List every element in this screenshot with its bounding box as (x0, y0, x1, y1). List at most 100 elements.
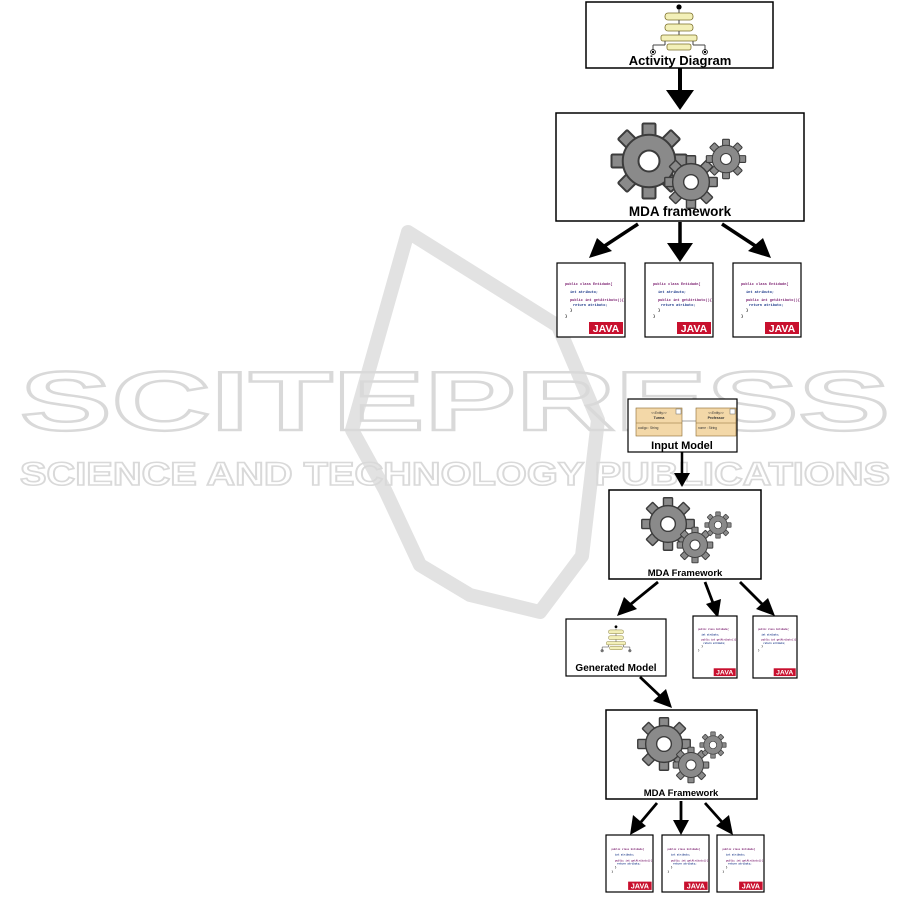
activity-diagram-node: Activity Diagram (585, 1, 774, 69)
java-file-bottom-3: public class Entidade{ int atributo; publi… (716, 834, 765, 893)
uml-class-left: <<Entity>> Turma codigo : String (635, 407, 683, 437)
activity-diagram-label: Activity Diagram (629, 53, 732, 68)
code-class-line: public class Entidade{ (723, 848, 756, 851)
code-close-method: } (701, 645, 703, 648)
code-return-line: return atributo; (763, 642, 785, 645)
code-close-class: } (758, 649, 760, 652)
code-field-line: int atributo; (701, 633, 719, 636)
java-badge (773, 668, 796, 677)
mda-framework-node-2: MDA Framework (605, 709, 758, 800)
code-method-line: public int getAtributo(){ (658, 298, 712, 303)
code-class-line: public class Entidade{ (698, 628, 729, 631)
arrow-fw1-to-java-mid (703, 581, 721, 618)
arrow-bottom-1 (674, 452, 690, 487)
code-return-line: return atributo; (573, 303, 608, 308)
java-file-page (692, 615, 738, 679)
mda-framework-label-top: MDA framework (629, 204, 732, 219)
code-close-class: } (612, 870, 614, 873)
uml-right-attr: nome : String (698, 426, 717, 430)
code-method-line: public int getAtributo(){ (726, 859, 764, 862)
mda-framework-label-2: MDA Framework (644, 788, 719, 799)
java-file-mid-2: public class Entidade{ int atributo; publi… (752, 615, 798, 679)
code-field-line: int atributo; (746, 290, 774, 295)
uml-right-name: Professor (708, 416, 725, 420)
uml-left-name: Turma (654, 416, 666, 420)
arrow-fw2-to-java-left (630, 802, 659, 835)
small-gear-icon (699, 731, 727, 759)
code-close-method: } (761, 645, 763, 648)
code-return-line: return atributo; (617, 863, 641, 866)
code-method-line: public int getAtributo(){ (761, 639, 796, 642)
code-field-line: int atributo; (671, 854, 690, 857)
code-method-line: public int getAtributo(){ (615, 859, 653, 862)
java-badge (677, 322, 711, 334)
watermark: SCITEPRESS SCIENCE AND TECHNOLOGY PUBLIC… (19, 225, 891, 619)
watermark-leaf-icon (345, 225, 605, 619)
arrow-top-to-java-mid (667, 222, 693, 262)
code-close-class: } (668, 870, 670, 873)
uml-class-right: <<Entity>> Professor nome : String (695, 407, 737, 437)
bottom-diagram: <<Entity>> Turma codigo : String <<Entit… (565, 398, 798, 893)
code-field-line: int atributo; (658, 290, 686, 295)
code-field-line: int atributo; (726, 854, 745, 857)
code-method-line: public int getAtributo(){ (671, 859, 709, 862)
generated-model-label: Generated Model (575, 663, 656, 674)
code-close-method: } (658, 308, 660, 313)
small-gear-icon (705, 138, 747, 180)
code-close-class: } (698, 649, 700, 652)
arrow-generated-to-fw2 (639, 675, 672, 708)
arrow-top-to-java-left (589, 222, 639, 258)
small-gear-icon (704, 511, 732, 539)
code-close-method: } (726, 866, 728, 869)
input-model-node: <<Entity>> Turma codigo : String <<Entit… (627, 398, 738, 453)
java-file-bottom-2: public class Entidade{int atributo;publi… (661, 834, 710, 893)
java-badge (684, 881, 708, 890)
mda-framework-node-top: MDA framework (555, 112, 805, 222)
code-close-class: } (741, 314, 743, 319)
java-badge-label: JAVA (769, 323, 796, 335)
arrow-top-to-java-right (721, 222, 771, 258)
code-return-line: return atributo; (728, 863, 752, 866)
watermark-tagline: SCIENCE AND TECHNOLOGY PUBLICATIONS (20, 456, 890, 492)
code-class-line: public class Entidade{ (612, 848, 645, 851)
code-return-line: return atributo; (661, 303, 696, 308)
code-close-class: } (723, 870, 725, 873)
java-badge-label: JAVA (593, 323, 620, 335)
java-badge-label: JAVA (742, 881, 761, 890)
mda-framework-node-1: MDA Framework (608, 489, 762, 580)
code-close-method: } (615, 866, 617, 869)
input-model-label: Input Model (651, 440, 713, 452)
java-badge (739, 881, 763, 890)
java-badge (713, 668, 736, 677)
code-method-line: public int getAtributo(){ (570, 298, 624, 303)
code-field-line: int atributo; (615, 854, 634, 857)
uml-left-attr: codigo : String (638, 426, 659, 430)
arrow-fw1-to-java-right (739, 581, 775, 616)
medium-gear-icon (664, 155, 718, 209)
java-badge-label: JAVA (687, 881, 706, 890)
java-badge-label: JAVA (776, 670, 793, 677)
uml-left-stereotype: <<Entity>> (651, 411, 667, 415)
arrow-fw2-to-java-right (703, 802, 733, 835)
java-badge-label: JAVA (681, 323, 708, 335)
java-file-page (752, 615, 798, 679)
arrow-fw2-to-java-mid (673, 801, 689, 835)
mda-framework-label-1: MDA Framework (648, 568, 723, 579)
java-badge (765, 322, 799, 334)
code-return-line: return atributo; (703, 642, 725, 645)
code-class-line: public class Entidade{ (758, 628, 789, 631)
java-badge (628, 881, 652, 890)
java-file-bottom-1: public class Entidade{ int atributo; publi… (605, 834, 654, 893)
code-close-method: } (570, 308, 572, 313)
java-file-top-2: public class Entidade{int atributo;publi… (644, 262, 714, 338)
watermark-brand: SCITEPRESS (20, 354, 890, 448)
top-diagram: Activity Diagram MDA framework (555, 1, 805, 338)
code-field-line: int atributo; (761, 633, 779, 636)
generated-model-node: Generated Model (565, 618, 667, 677)
java-file-top-1: public class Entidade{int atributo;publi… (556, 262, 626, 338)
uml-right-stereotype: <<Entity>> (708, 411, 724, 415)
code-method-line: public int getAtributo(){ (746, 298, 800, 303)
code-return-line: return atributo; (673, 863, 697, 866)
java-badge-label: JAVA (716, 670, 733, 677)
